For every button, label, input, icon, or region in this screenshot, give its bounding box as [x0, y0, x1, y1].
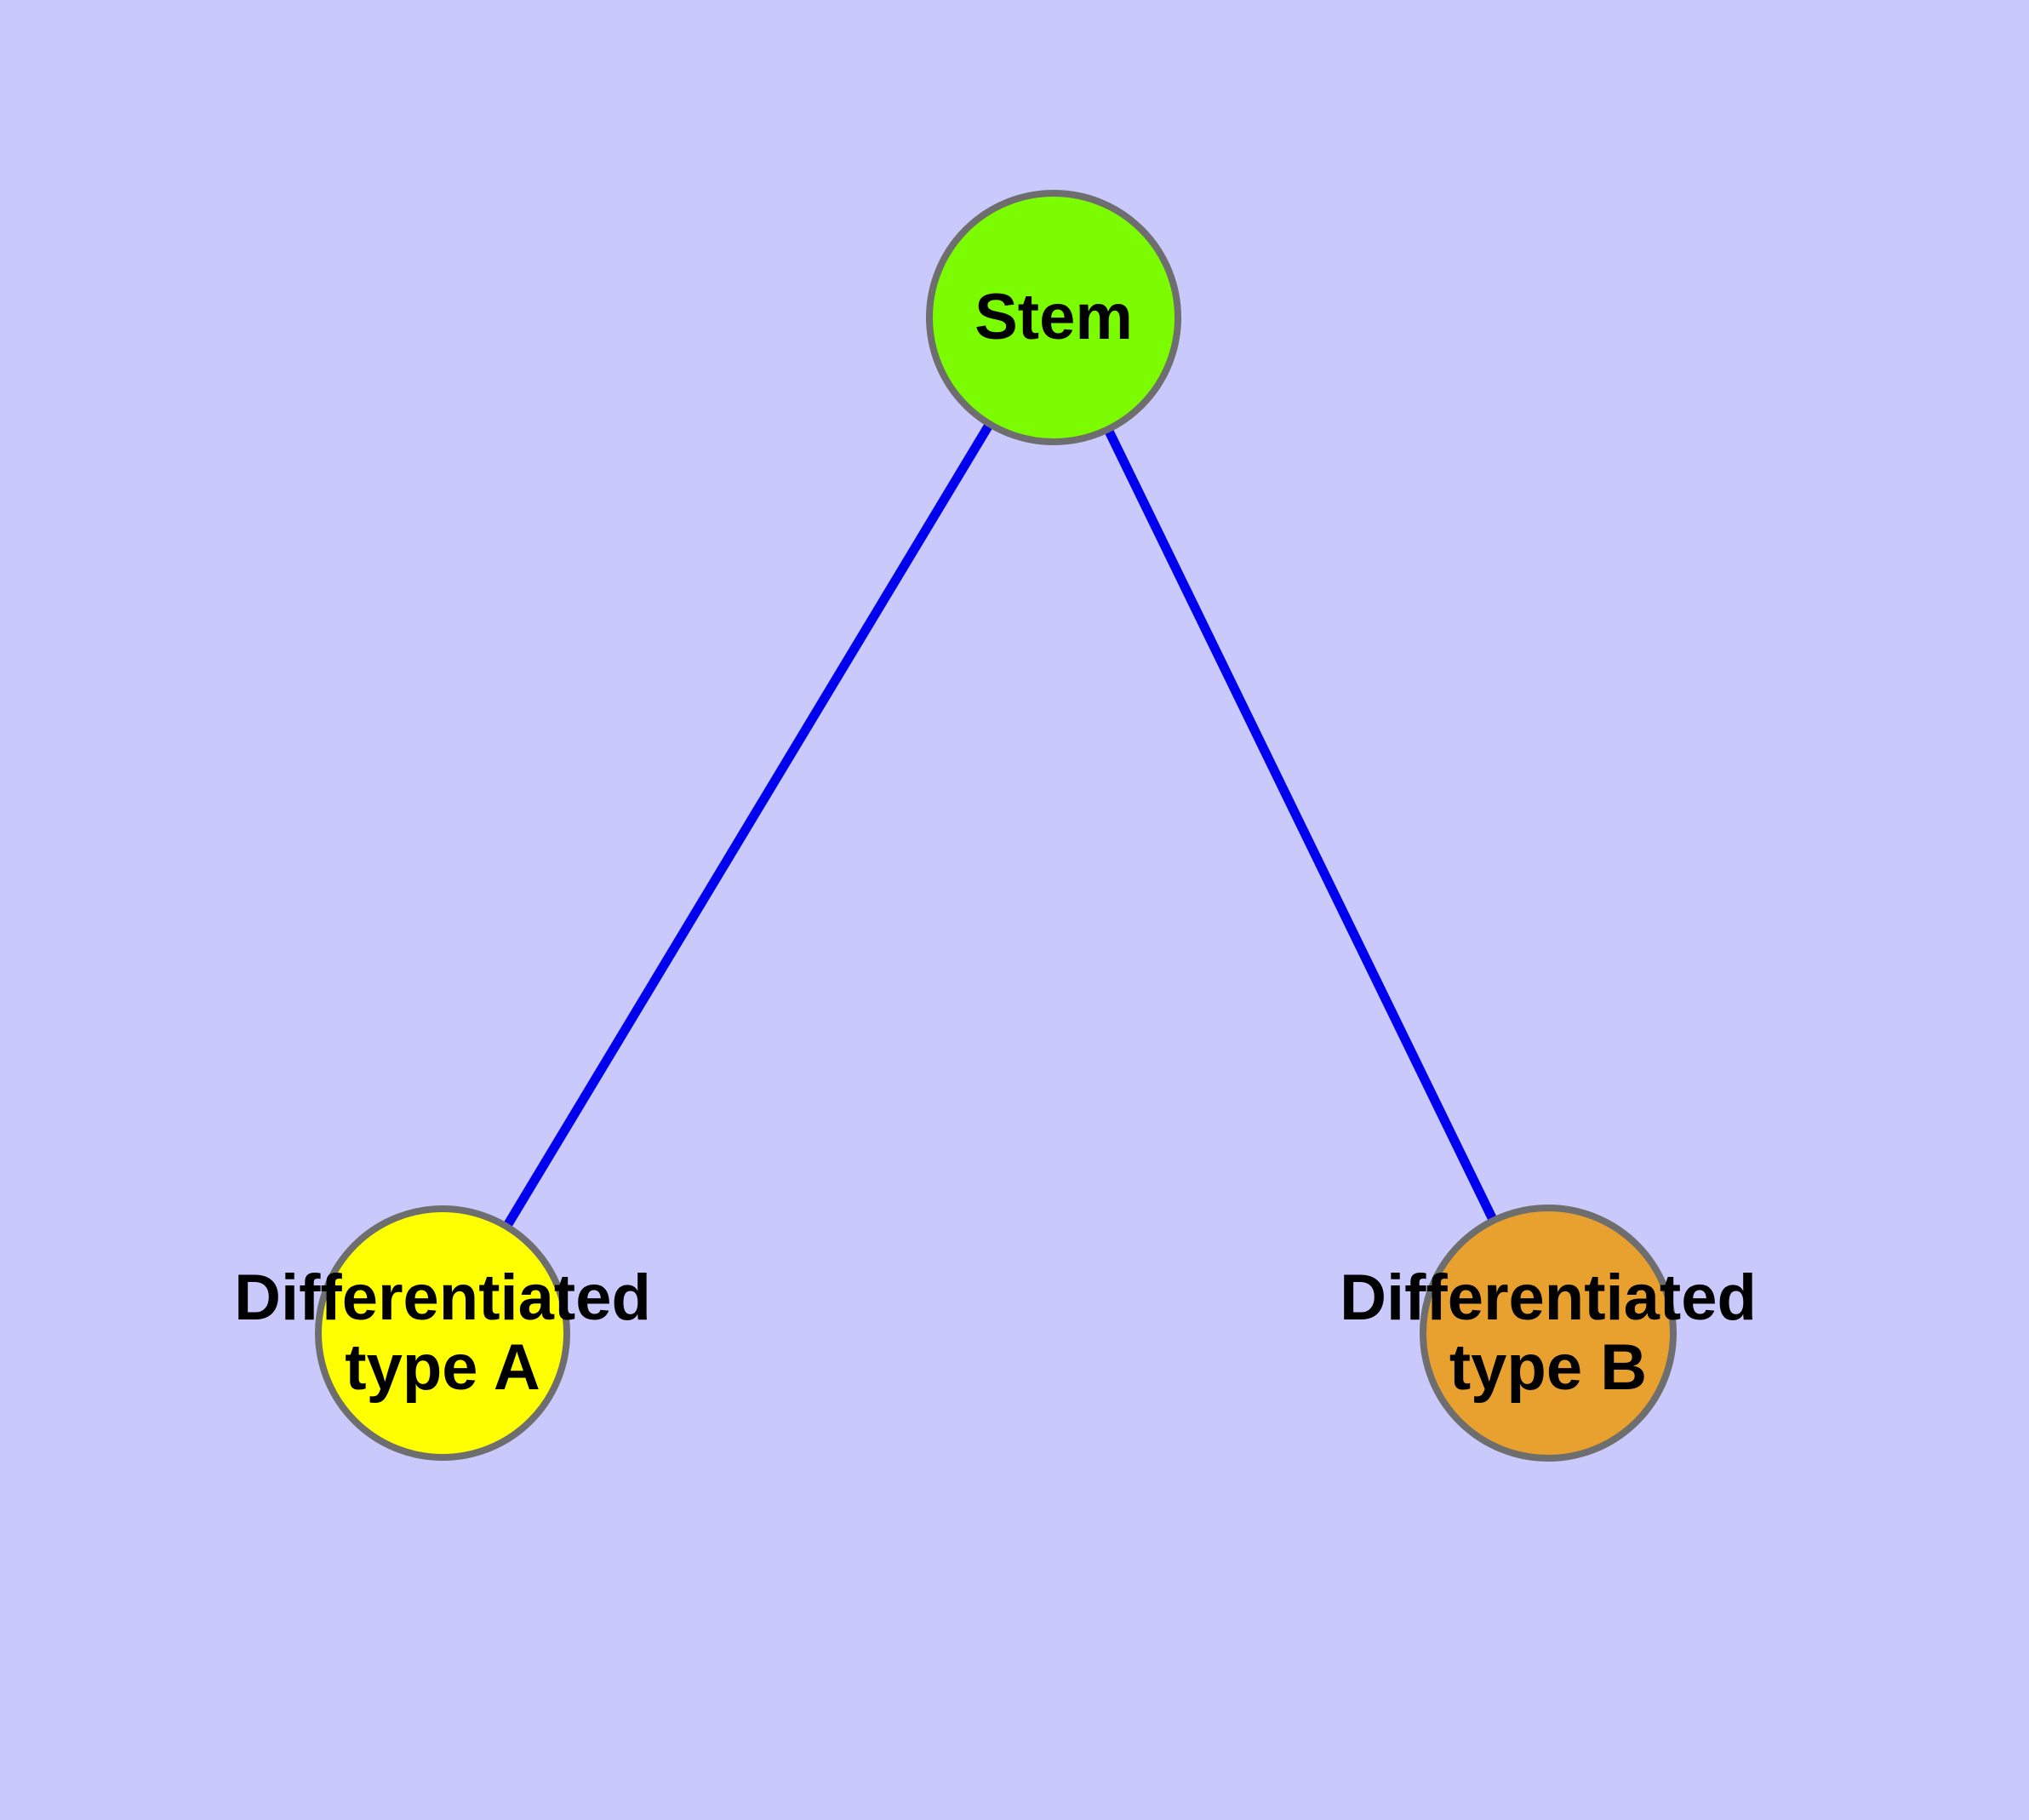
edge-layer	[503, 422, 1497, 1228]
node-stem[interactable]	[926, 190, 1181, 445]
node-layer	[315, 190, 1677, 1462]
edge-stem-diff-b	[1104, 428, 1497, 1222]
edge-stem-diff-a	[503, 422, 993, 1228]
node-diff_b[interactable]	[1420, 1205, 1677, 1462]
node-diff_a[interactable]	[315, 1205, 570, 1461]
